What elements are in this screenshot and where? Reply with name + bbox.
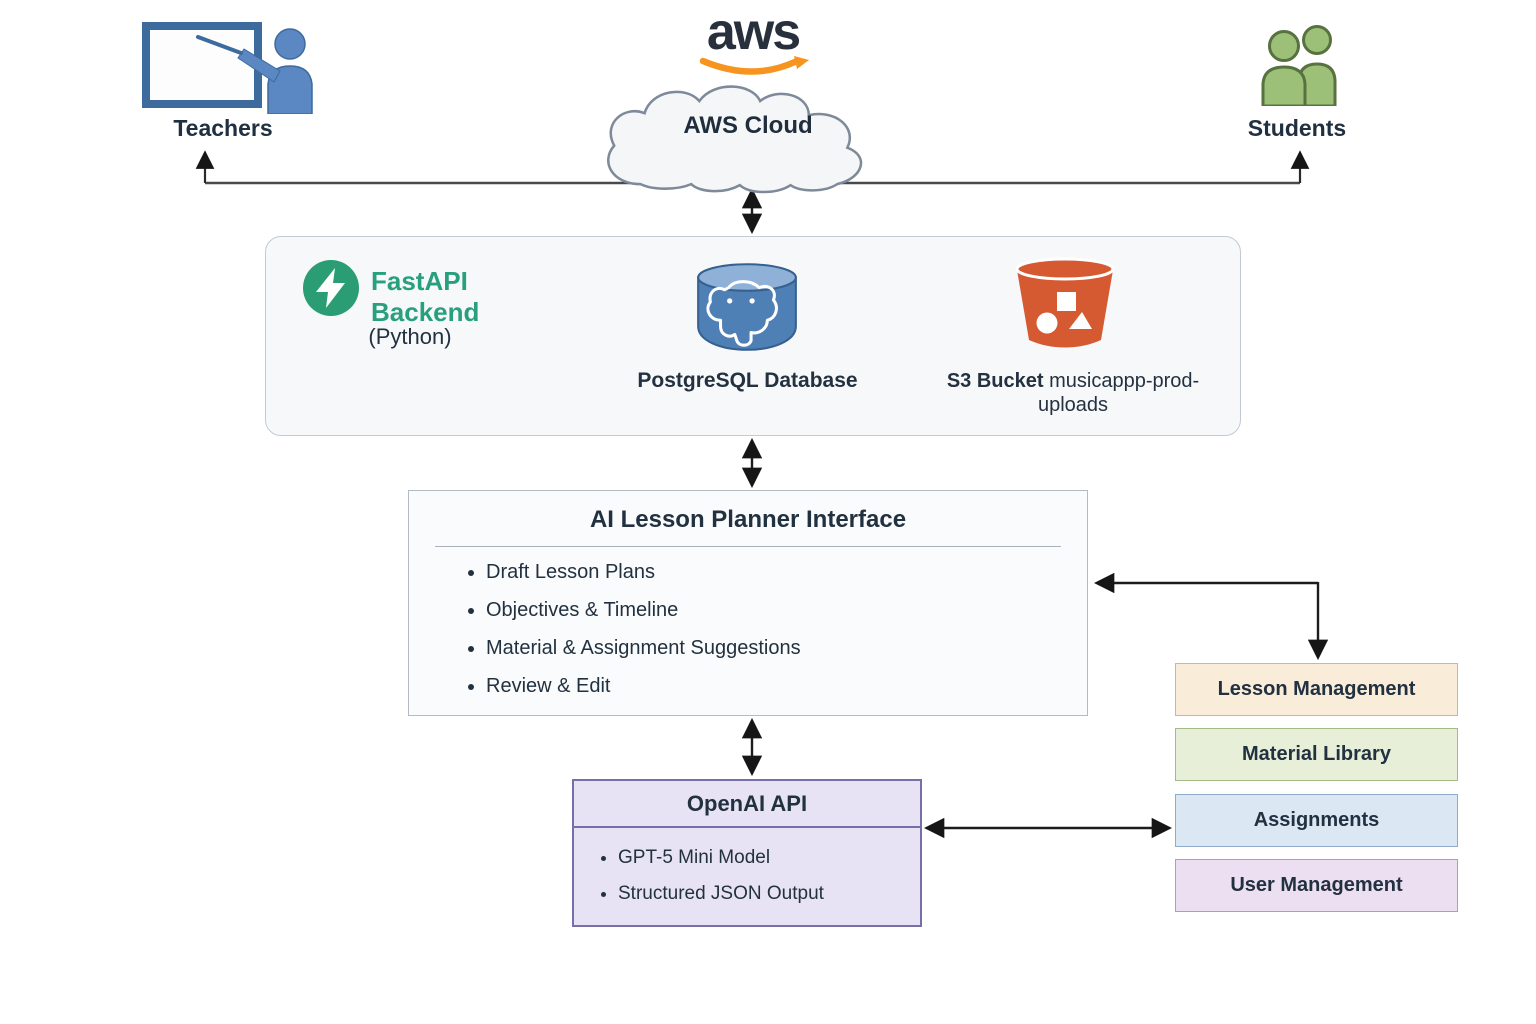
planner-divider [435,546,1061,547]
fastapi-runtime-label: (Python) [368,324,452,349]
module-lesson-management: Lesson Management [1175,663,1458,716]
s3-bucket-label: S3 Bucket musicappp-prod-uploads [935,369,1211,417]
fastapi-icon [302,259,360,322]
lesson-planner-title: AI Lesson Planner Interface [589,506,907,533]
fastapi-backend-label: FastAPI Backend [371,266,479,328]
students-label: Students [1247,115,1347,141]
planner-item: Objectives & Timeline [486,591,1067,629]
openai-item: GPT-5 Mini Model [618,840,920,876]
planner-feature-list: Draft Lesson Plans Objectives & Timeline… [486,553,1067,705]
module-label: Lesson Management [1217,678,1416,700]
planner-item: Review & Edit [486,667,1067,705]
fastapi-name-line2: Backend [371,297,480,327]
students-icon [1254,22,1354,111]
aws-logo: aws [697,3,809,85]
planner-item: Material & Assignment Suggestions [486,629,1067,667]
postgresql-icon [690,255,804,360]
module-user-management: User Management [1175,859,1458,912]
postgresql-label: PostgreSQL Database [637,369,858,392]
aws-logo-text: aws [706,3,801,61]
fastapi-name-line1: FastAPI [371,266,468,296]
aws-cloud-label: AWS Cloud [683,112,813,139]
module-label: Assignments [1253,809,1380,831]
openai-api-header: OpenAI API [574,781,920,828]
aws-cloud-icon: AWS Cloud [598,80,898,195]
teacher-icon [140,20,322,119]
lesson-planner-panel: AI Lesson Planner Interface Draft Lesson… [408,490,1088,716]
openai-api-title: OpenAI API [686,790,808,816]
openai-api-panel: OpenAI API GPT-5 Mini Model Structured J… [572,779,922,927]
module-assignments: Assignments [1175,794,1458,847]
module-material-library: Material Library [1175,728,1458,781]
s3-bucket-name: musicappp-prod-uploads [1037,370,1200,416]
openai-feature-list: GPT-5 Mini Model Structured JSON Output [618,840,920,912]
s3-label-bold: S3 Bucket [946,370,1044,392]
openai-item: Structured JSON Output [618,876,920,912]
s3-bucket-icon [1013,257,1117,356]
aws-smile-icon [699,56,809,75]
module-label: User Management [1230,874,1403,896]
module-label: Material Library [1242,743,1391,765]
teachers-label: Teachers [173,115,273,141]
planner-item: Draft Lesson Plans [486,553,1067,591]
